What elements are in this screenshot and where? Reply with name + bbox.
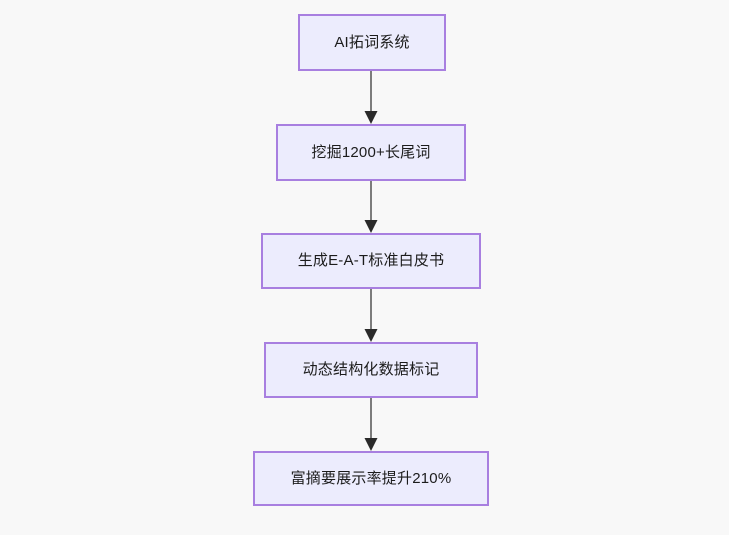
flow-node-label: AI拓词系统 — [334, 33, 410, 51]
flow-node-dynamic-structured-data-markup[interactable]: 动态结构化数据标记 — [264, 342, 478, 398]
flow-node-rich-snippet-impression-uplift[interactable]: 富摘要展示率提升210% — [253, 451, 489, 506]
flow-node-label: 挖掘1200+长尾词 — [311, 143, 431, 161]
arrowhead-icon — [364, 220, 378, 233]
flow-node-generate-eat-whitepaper[interactable]: 生成E-A-T标准白皮书 — [261, 233, 481, 289]
flow-node-label: 生成E-A-T标准白皮书 — [297, 252, 445, 270]
arrowhead-icon — [364, 438, 378, 451]
arrowhead-icon — [364, 111, 378, 124]
flow-node-ai-keyword-system[interactable]: AI拓词系统 — [298, 14, 446, 71]
edge-node3-to-node4 — [364, 289, 378, 342]
edge-node1-to-node2 — [364, 71, 378, 124]
edge-node2-to-node3 — [364, 181, 378, 233]
flow-node-label: 动态结构化数据标记 — [302, 361, 440, 379]
arrowhead-icon — [364, 329, 378, 342]
edge-node4-to-node5 — [364, 398, 378, 451]
flow-node-mine-longtail-keywords[interactable]: 挖掘1200+长尾词 — [276, 124, 466, 181]
flow-node-label: 富摘要展示率提升210% — [290, 469, 452, 487]
